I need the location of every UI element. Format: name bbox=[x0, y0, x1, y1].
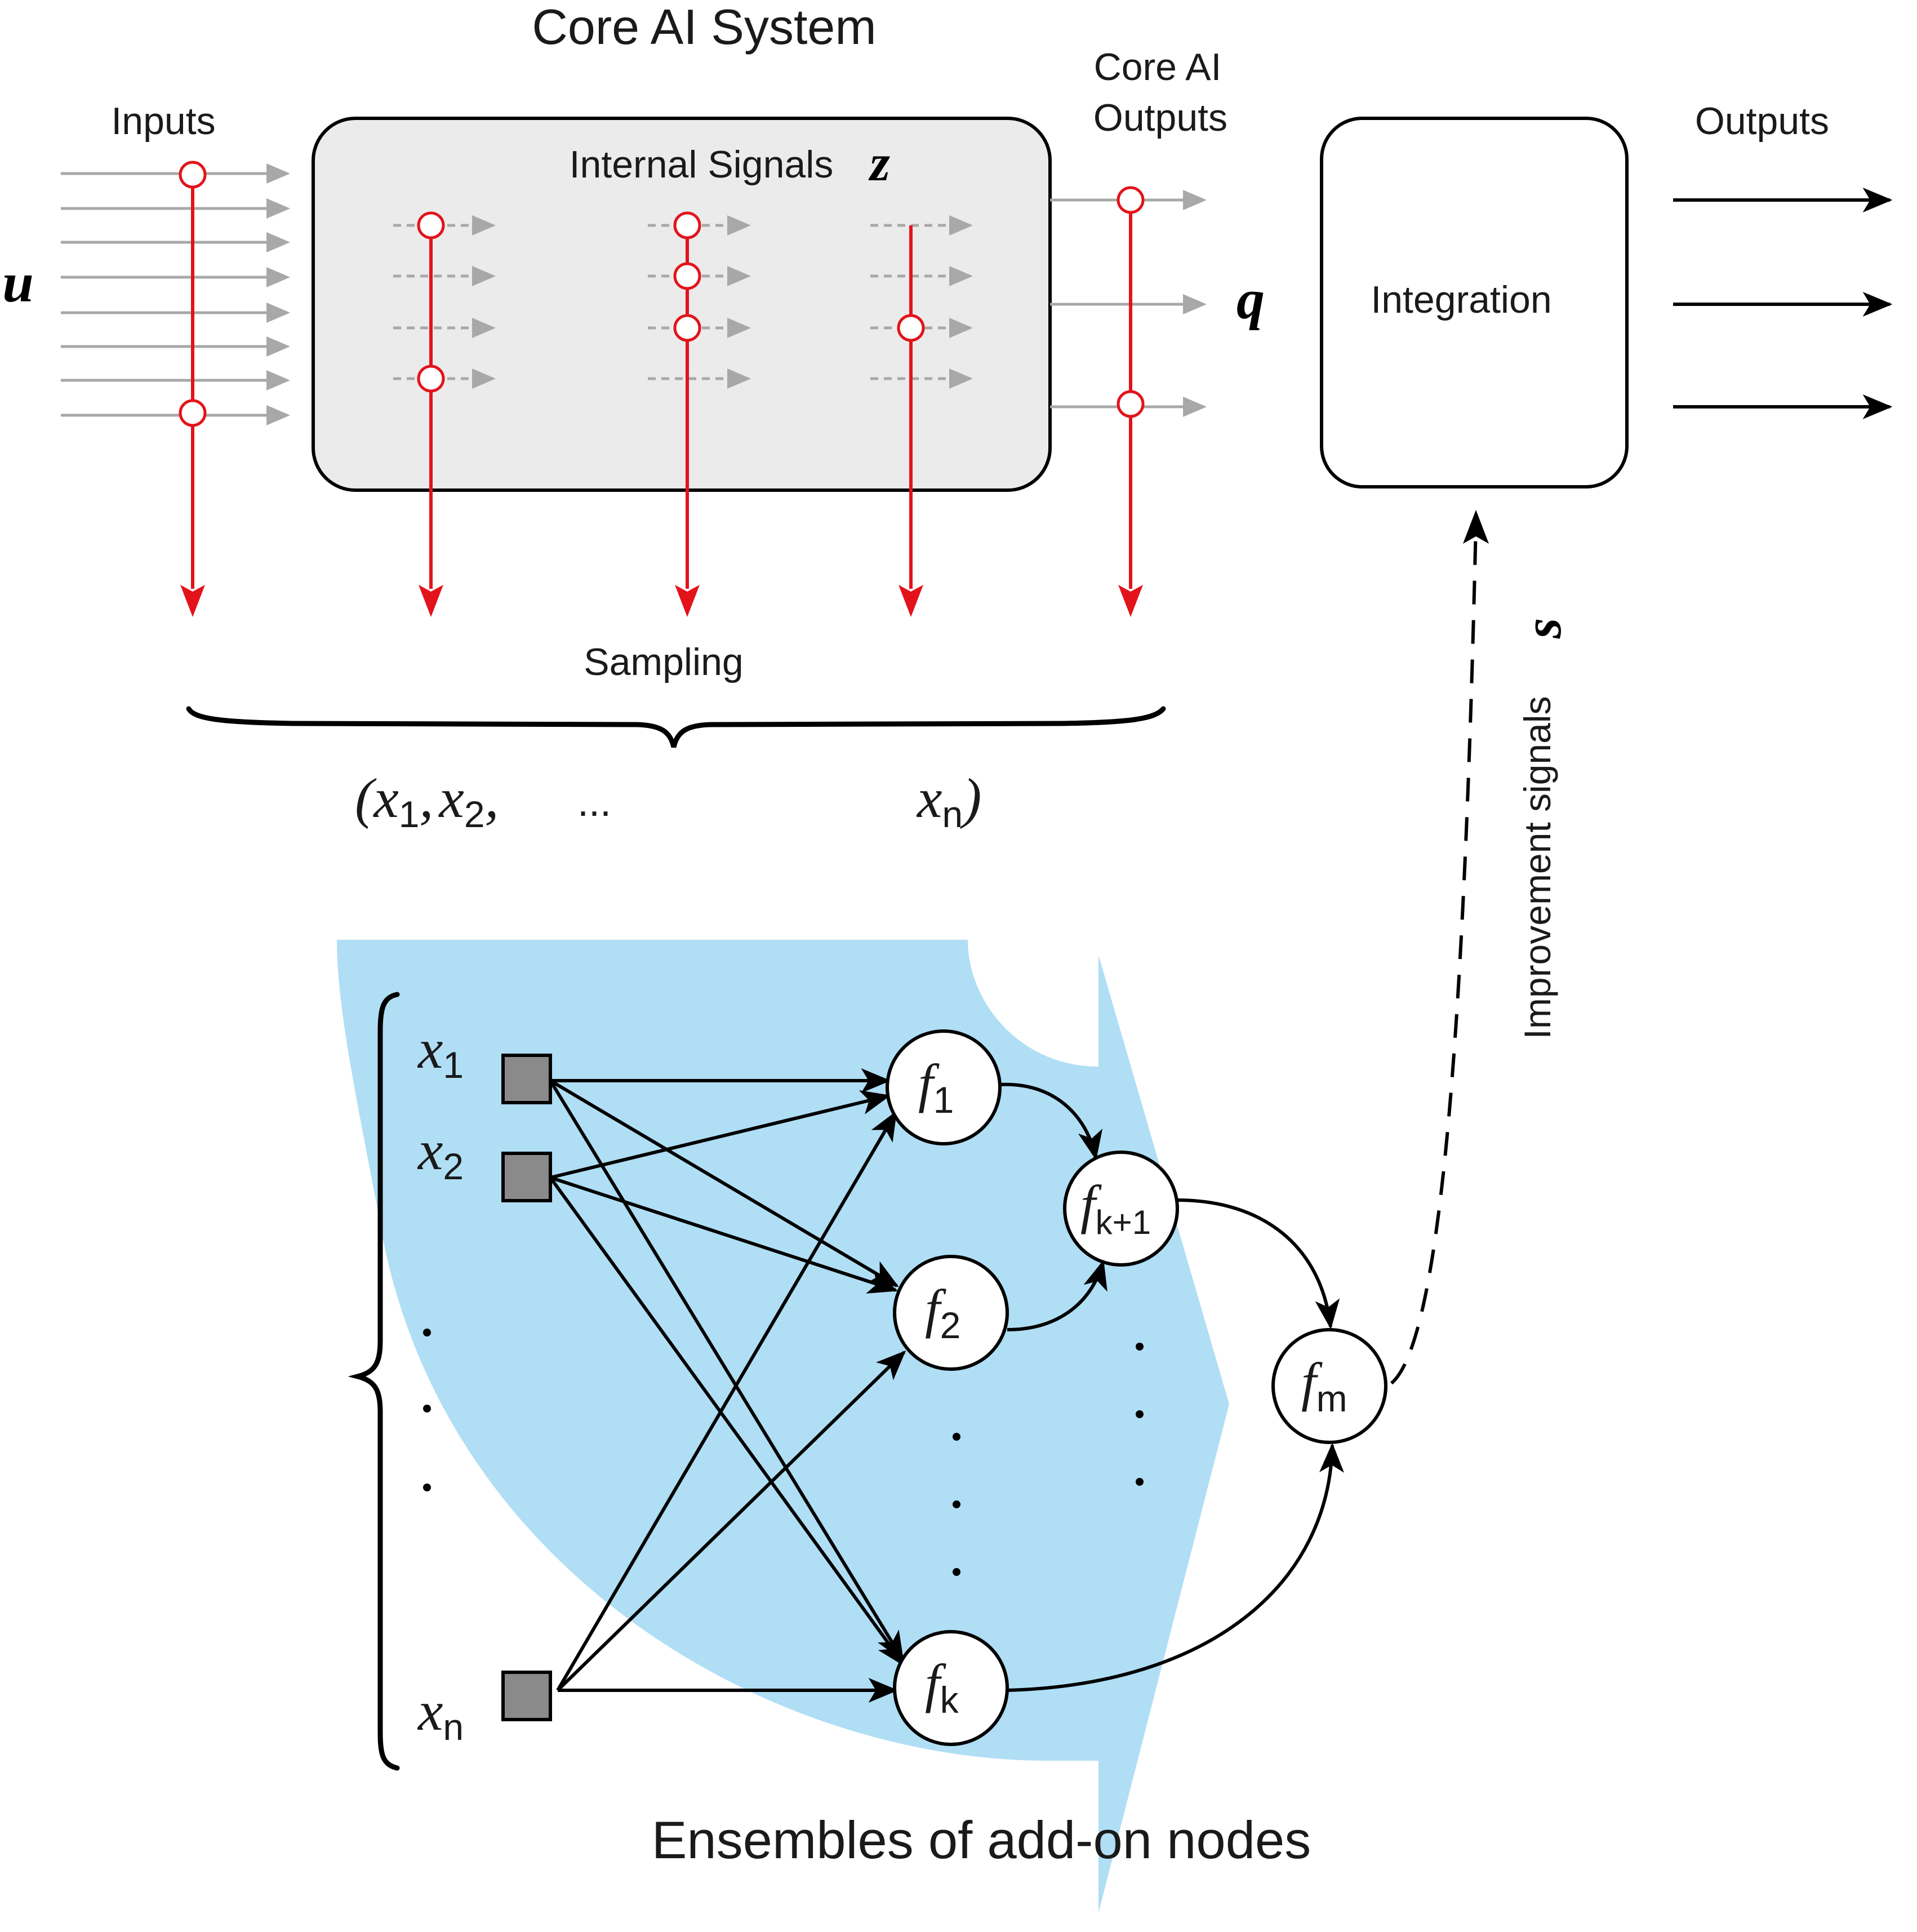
sampling-tap-4-1 bbox=[897, 314, 925, 342]
input-arrow-6-head bbox=[266, 336, 290, 357]
sampling-arrowhead-5 bbox=[1118, 585, 1143, 617]
core-outputs-label-line1: Core AI bbox=[1094, 46, 1222, 88]
internal-arrow-c1-r1-head bbox=[472, 215, 496, 236]
internal-symbol: z bbox=[868, 134, 890, 192]
core-output-arrow-3-head bbox=[1183, 397, 1207, 417]
node-fm bbox=[1271, 1328, 1387, 1444]
sample-vector-start: (x1,x2, bbox=[355, 767, 499, 835]
input-arrow-1-head bbox=[266, 163, 290, 184]
input-arrow-2-head bbox=[266, 198, 290, 219]
node-fk bbox=[893, 1630, 1009, 1746]
add-on-input-x2-label: x2 bbox=[417, 1119, 464, 1187]
sampling-tap-2-1 bbox=[417, 211, 445, 239]
improvement-symbol: s bbox=[1514, 618, 1572, 639]
improvement-signal-line bbox=[1390, 523, 1478, 1385]
node-ellipsis-dot-4 bbox=[1136, 1343, 1144, 1351]
inputs-label: Inputs bbox=[111, 100, 215, 143]
input-ellipsis-dot-2 bbox=[423, 1405, 431, 1413]
integration-box bbox=[1320, 117, 1629, 488]
sample-vector-end: xn) bbox=[916, 767, 981, 835]
sampling-tap-3-2 bbox=[673, 262, 701, 290]
sampling-tap-5-1 bbox=[1117, 186, 1145, 214]
internal-arrow-c3-r3-head bbox=[949, 318, 973, 338]
output-symbol: q bbox=[1237, 268, 1265, 331]
node-fk1 bbox=[1063, 1151, 1179, 1267]
edge-x1-fk bbox=[549, 1080, 904, 1662]
internal-arrow-c3-r1-head bbox=[949, 215, 973, 236]
integration-label: Integration bbox=[1371, 278, 1551, 321]
sampling-lines bbox=[179, 161, 1145, 617]
sampling-tap-3-1 bbox=[673, 211, 701, 239]
internal-arrow-c2-r4-head bbox=[727, 368, 751, 389]
sampling-tap-3-3 bbox=[673, 314, 701, 342]
node-ellipsis-dot-6 bbox=[1136, 1478, 1144, 1486]
input-arrow-3-head bbox=[266, 232, 290, 252]
core-output-arrows bbox=[1050, 190, 1207, 417]
core-outputs-label-line2: Outputs bbox=[1093, 96, 1227, 139]
add-on-edges bbox=[549, 1068, 906, 1703]
sampling-arrowhead-2 bbox=[419, 585, 443, 617]
core-output-arrow-2-head bbox=[1183, 294, 1207, 314]
sampling-label: Sampling bbox=[584, 641, 744, 683]
internal-arrow-c1-r3-head bbox=[472, 318, 496, 338]
sampling-arrowhead-3 bbox=[675, 585, 700, 617]
edge-x2-fk bbox=[549, 1176, 906, 1667]
add-on-input-x1-label: x1 bbox=[417, 1018, 464, 1086]
improvement-signals-label: Improvement signals bbox=[1516, 696, 1558, 1040]
add-on-input-xn-label: xn bbox=[417, 1680, 464, 1748]
input-arrow-5-head bbox=[266, 303, 290, 323]
core-output-arrow-1-head bbox=[1183, 190, 1207, 210]
edge-fk-fm bbox=[1007, 1442, 1344, 1692]
outputs-label: Outputs bbox=[1695, 100, 1829, 143]
edge-x1-f2 bbox=[549, 1079, 899, 1287]
internal-arrow-c3-r2-head bbox=[949, 266, 973, 286]
node-ellipsis-dot-2 bbox=[953, 1500, 960, 1508]
edge-f1-fk1 bbox=[999, 1082, 1103, 1161]
add-on-input-x1-square bbox=[501, 1054, 552, 1104]
sampling-tap-1-1 bbox=[179, 161, 207, 189]
edge-xn-f1 bbox=[556, 1111, 897, 1691]
sampling-tap-1-2 bbox=[179, 399, 207, 427]
sample-vector-ellipsis: ... bbox=[577, 780, 611, 825]
ensemble-region bbox=[337, 940, 1229, 1913]
internal-arrow-c2-r3-head bbox=[727, 318, 751, 338]
input-ellipsis-dot-1 bbox=[423, 1329, 431, 1336]
edge-xn-f2 bbox=[556, 1350, 906, 1692]
sampling-arrowhead-4 bbox=[899, 585, 923, 617]
input-arrow-7-head bbox=[266, 370, 290, 390]
sampling-brace bbox=[186, 706, 1166, 748]
sampling-tap-5-2 bbox=[1117, 390, 1145, 418]
input-symbol: u bbox=[2, 251, 34, 314]
add-on-inputs-brace bbox=[348, 992, 400, 1771]
internal-arrow-c3-r4-head bbox=[949, 368, 973, 389]
add-on-input-xn-square bbox=[501, 1671, 552, 1721]
node-ellipsis-dot-1 bbox=[953, 1433, 960, 1441]
input-signal-arrows bbox=[61, 163, 290, 425]
node-fk-label: fk bbox=[925, 1653, 959, 1721]
edge-x2-f1 bbox=[550, 1090, 891, 1179]
edge-x2-f2 bbox=[550, 1176, 899, 1294]
node-ellipsis-dot-3 bbox=[953, 1568, 960, 1576]
node-f1 bbox=[886, 1029, 1002, 1145]
internal-arrow-c1-r4-head bbox=[472, 368, 496, 389]
sampling-tap-2-2 bbox=[417, 365, 445, 393]
input-arrow-4-head bbox=[266, 267, 290, 287]
internal-arrow-c2-r1-head bbox=[727, 215, 751, 236]
node-f2 bbox=[893, 1255, 1009, 1371]
input-arrow-8-head bbox=[266, 405, 290, 425]
node-ellipsis-dot-5 bbox=[1136, 1410, 1144, 1418]
diagram-title: Core AI System bbox=[532, 0, 876, 55]
ensemble-label: Ensembles of add-on nodes bbox=[652, 1810, 1311, 1869]
internal-arrow-c1-r2-head bbox=[472, 266, 496, 286]
add-on-input-x2-square bbox=[501, 1152, 552, 1202]
input-ellipsis-dot-3 bbox=[423, 1484, 431, 1491]
sampling-arrowhead-1 bbox=[180, 585, 205, 617]
internal-arrow-c2-r2-head bbox=[727, 266, 751, 286]
internal-signals-label: Internal Signals bbox=[570, 143, 834, 186]
improvement-signal-arrowhead bbox=[1463, 510, 1489, 544]
edge-fk1-fm bbox=[1177, 1198, 1340, 1330]
edge-f2-fk1 bbox=[1007, 1259, 1107, 1331]
